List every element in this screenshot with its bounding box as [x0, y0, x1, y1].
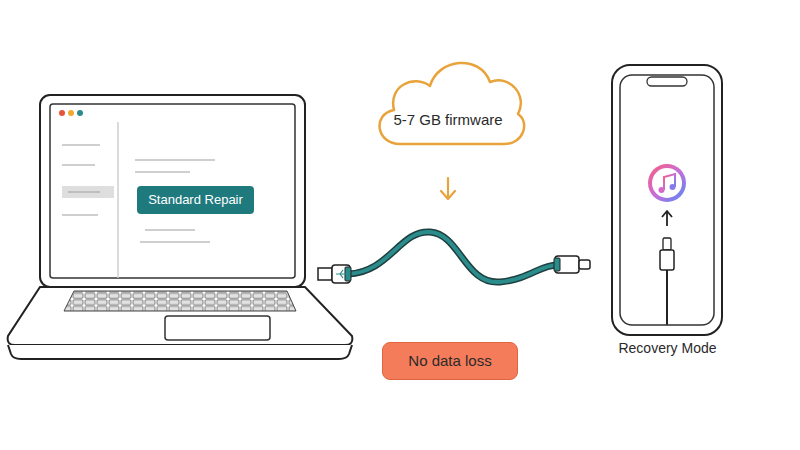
window-dot — [68, 110, 74, 116]
usb-cable — [348, 232, 557, 282]
node-label: Recovery Mode — [605, 338, 730, 358]
laptop-screen — [50, 104, 295, 278]
usb-cable — [348, 232, 557, 282]
laptop-lid — [40, 95, 305, 287]
music-note — [664, 174, 675, 190]
phone-screen — [620, 75, 714, 325]
window-dot — [77, 110, 83, 116]
phone-outline — [605, 62, 730, 360]
download-arrow — [447, 178, 449, 198]
sidebar-line — [62, 164, 95, 166]
window-dot — [59, 110, 65, 116]
content-line — [135, 159, 215, 161]
usb-plug — [332, 265, 350, 283]
laptop-lip — [8, 345, 352, 359]
trackpad — [165, 316, 270, 340]
keyboard — [64, 291, 296, 311]
lightning-plug — [660, 250, 674, 270]
sidebar-highlight — [62, 186, 114, 198]
phone-notch — [647, 77, 687, 86]
itunes-icon-inner — [652, 168, 682, 198]
music-note-head — [659, 187, 665, 193]
laptop-base — [8, 287, 353, 345]
phone-body — [612, 65, 722, 335]
content-line — [140, 241, 210, 243]
content-line — [145, 229, 195, 231]
cloud-node: 5-7 GB firmware — [368, 48, 528, 148]
lightning-tip — [663, 238, 671, 250]
lightning-wire — [666, 270, 668, 325]
sidebar-line — [62, 144, 100, 146]
repair-button: Standard Repair — [137, 186, 254, 214]
lightning-collar — [554, 258, 560, 271]
usb-plug-tip — [318, 268, 332, 280]
sidebar-line — [68, 191, 100, 193]
sidebar-divider — [117, 122, 119, 278]
cloud-shape — [380, 63, 525, 144]
status-pill: No data loss — [382, 342, 518, 380]
node-label: 5-7 GB firmware — [368, 110, 528, 130]
node-label: Standard Repair — [148, 190, 243, 210]
music-note-head — [670, 184, 676, 190]
lightning-plug — [555, 256, 579, 273]
connect-arrow-head — [662, 211, 672, 217]
phone-node: Recovery Mode — [605, 62, 730, 360]
node-label: No data loss — [408, 351, 491, 371]
download-arrow-head — [441, 191, 455, 199]
connect-arrow — [666, 212, 668, 226]
usb-symbol — [336, 270, 346, 278]
sidebar-line — [62, 214, 98, 216]
itunes-icon — [648, 164, 686, 202]
lightning-tip — [579, 260, 590, 269]
cloud-outline — [368, 48, 528, 148]
content-line — [135, 171, 190, 173]
